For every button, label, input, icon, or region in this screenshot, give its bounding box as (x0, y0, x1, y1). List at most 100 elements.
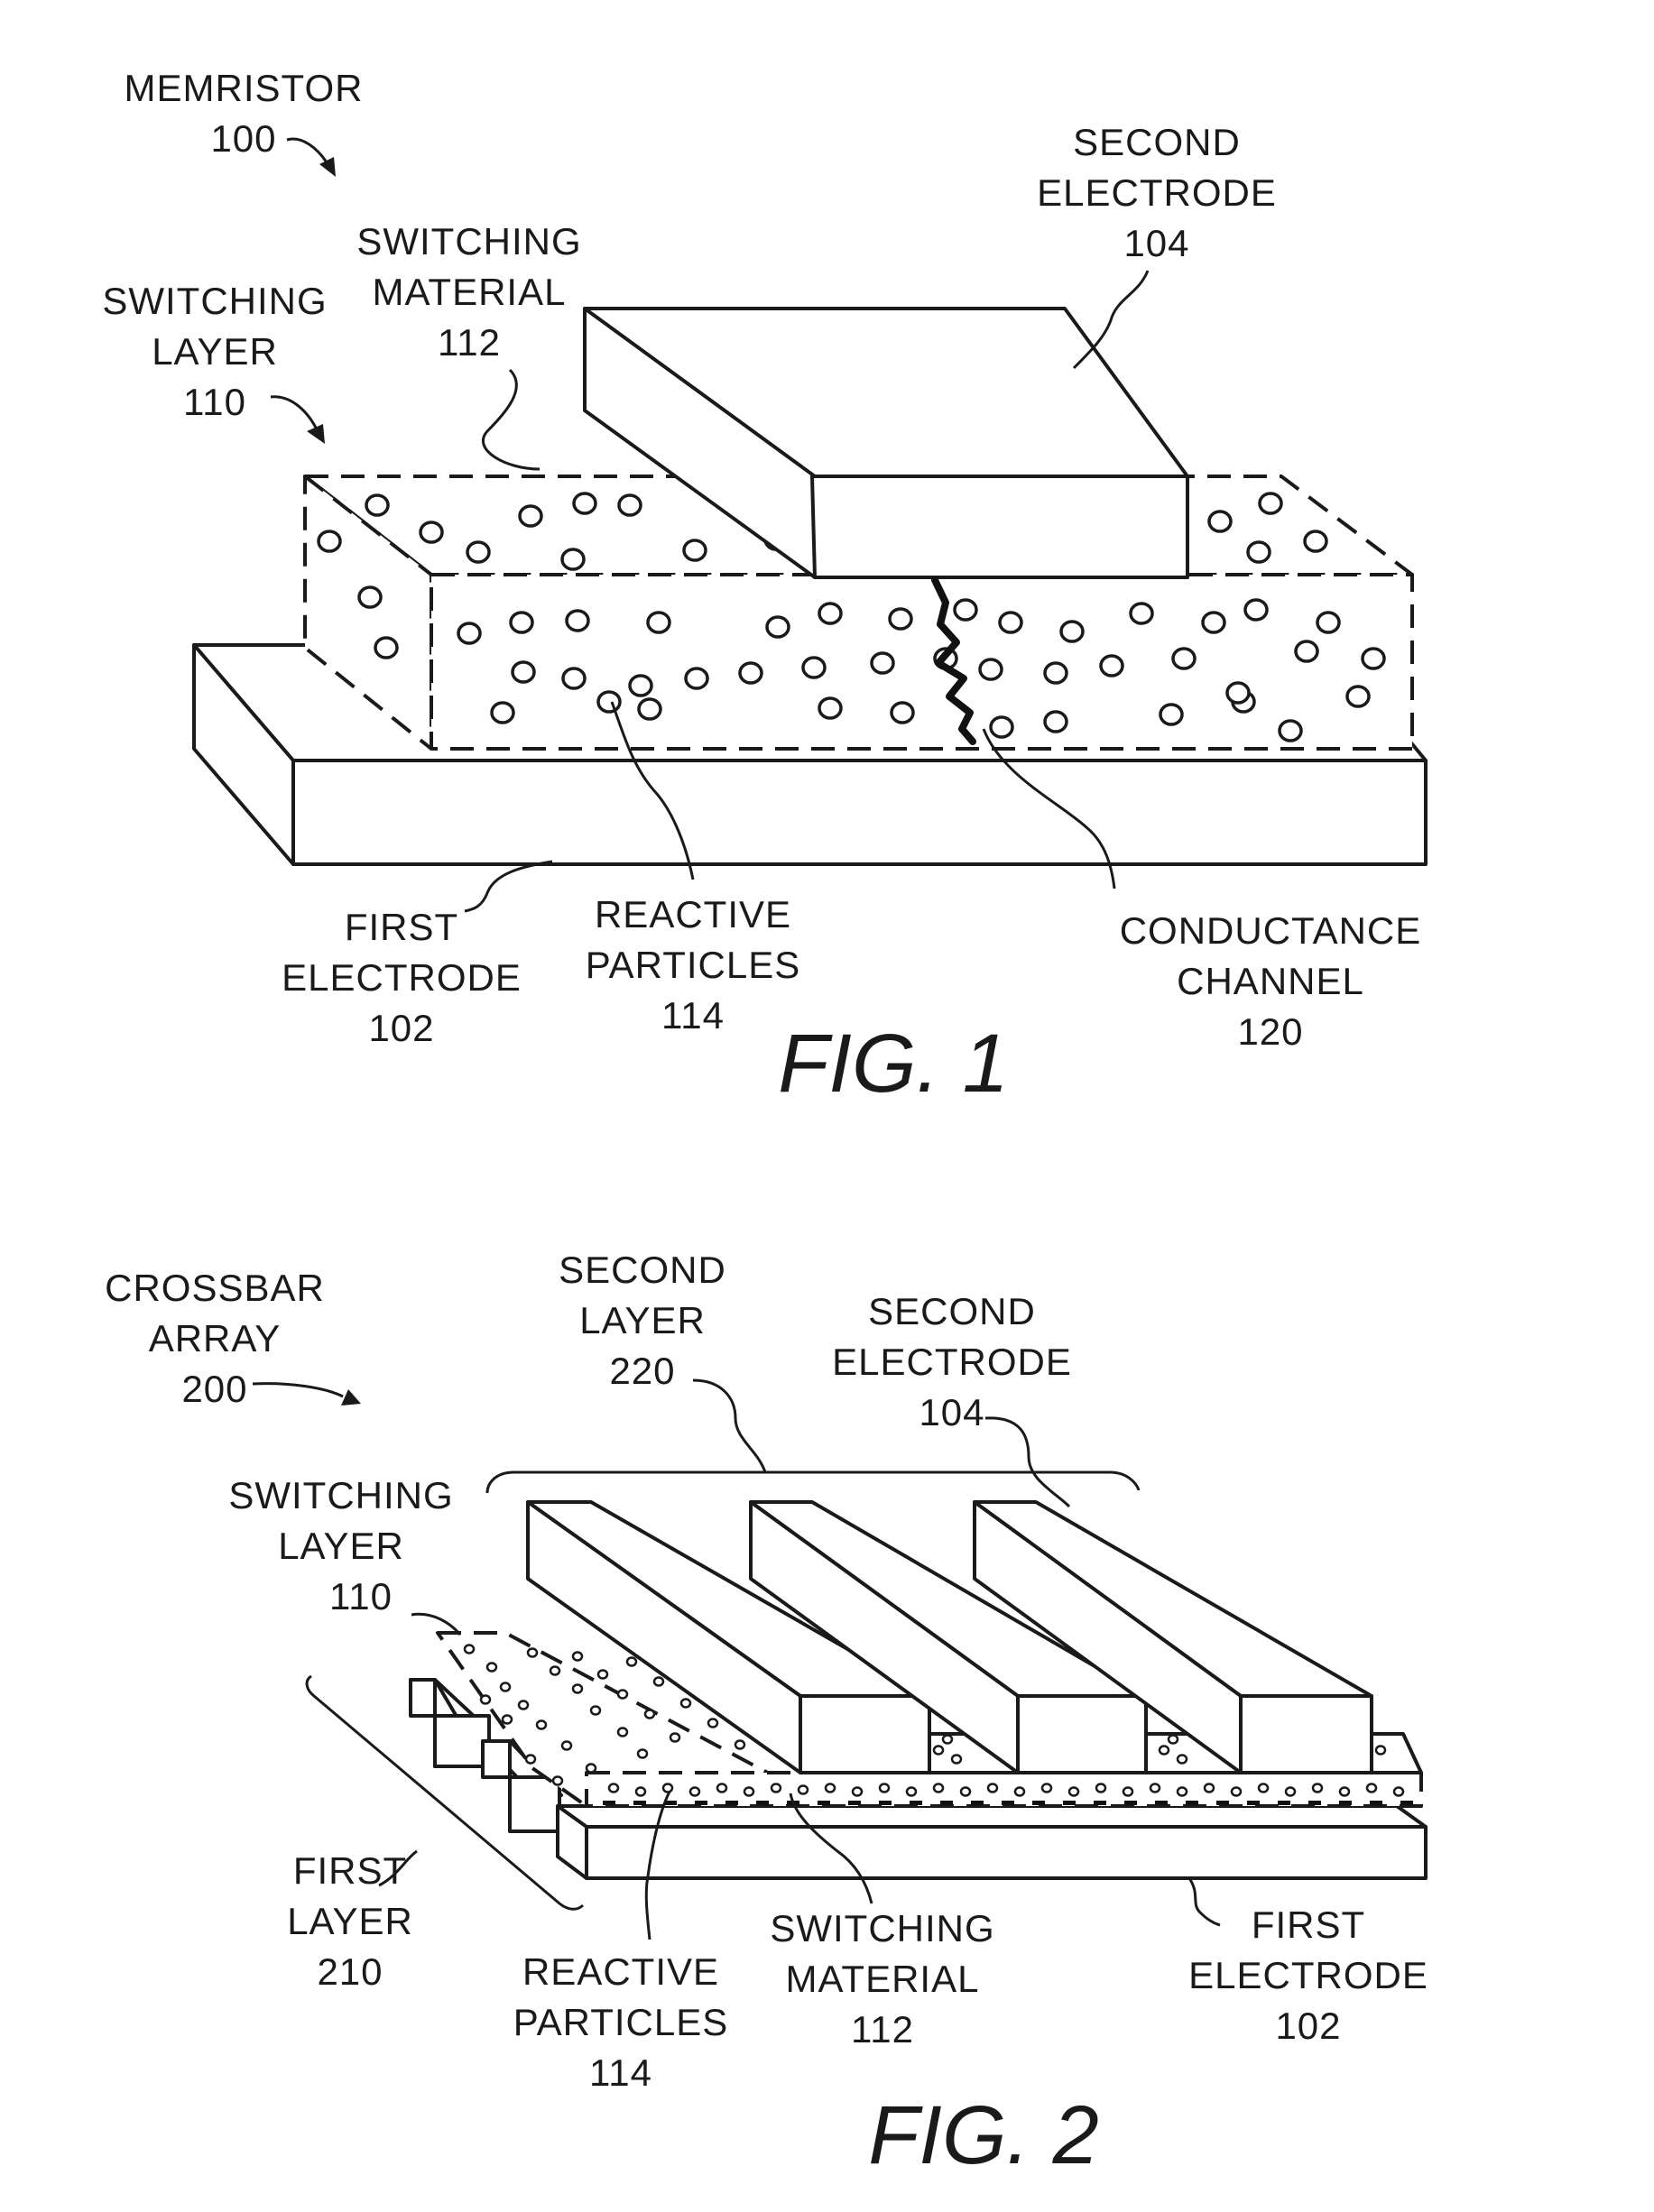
fig2-second-electrode-bars (526, 1500, 1373, 1774)
reactive-particle (679, 1698, 692, 1709)
fig1-label-switching-material-line2: MATERIAL (373, 271, 567, 313)
reactive-particle (549, 1665, 561, 1676)
fig1-arrow-memristor (286, 137, 336, 177)
reactive-particle (317, 530, 342, 553)
conductive-mark (1124, 1801, 1137, 1805)
conductive-mark (1278, 1801, 1290, 1805)
fig1-label-conductance-channel-line2: CHANNEL (1177, 960, 1364, 1002)
reactive-particle (986, 1783, 999, 1793)
reactive-particle (1043, 661, 1068, 685)
conductive-mark (1155, 1801, 1168, 1805)
reactive-particle (565, 609, 590, 632)
conductive-mark (1339, 1801, 1352, 1805)
fig1-leader-second-electrode (1072, 270, 1150, 370)
reactive-particle (607, 1783, 620, 1793)
fig2-label-second-electrode-ref: 104 (919, 1391, 984, 1433)
fig2-label-second-electrode-line2: ELECTRODE (832, 1341, 1072, 1383)
fig2-label-second-electrode-line1: SECOND (868, 1290, 1036, 1332)
conductive-mark (1094, 1801, 1106, 1805)
fig2-conductive-marks (603, 1801, 1413, 1805)
reactive-particle (1374, 1745, 1387, 1756)
reactive-particle (684, 667, 709, 690)
conductive-mark (695, 1801, 707, 1805)
fig2-label-reactive-particles-line2: PARTICLES (513, 2001, 729, 2043)
fig1-memristor-diagram: MEMRISTOR 100 SECOND ELECTRODE 104 SWITC… (102, 67, 1428, 1110)
reactive-particle (463, 1644, 476, 1654)
conductive-mark (725, 1801, 738, 1805)
reactive-particle (870, 651, 895, 675)
fig2-leader-first-layer (378, 1849, 418, 1887)
conductive-mark (1216, 1801, 1229, 1805)
fig2-leader-second-layer (692, 1378, 767, 1473)
reactive-particle (1158, 1745, 1170, 1756)
reactive-particle (1207, 510, 1233, 533)
fig1-label-switching-layer-line2: LAYER (152, 330, 278, 373)
fig1-label-reactive-particles-line2: PARTICLES (586, 944, 801, 986)
reactive-particle (1203, 1783, 1215, 1793)
reactive-particle (941, 1734, 954, 1745)
reactive-particle (524, 1754, 537, 1765)
conductive-mark (879, 1801, 892, 1805)
reactive-particle (357, 585, 383, 609)
fig2-label-switching-material-line1: SWITCHING (770, 1907, 994, 1949)
fig1-label-memristor-ref: 100 (210, 117, 276, 160)
fig2-label-reactive-particles-ref: 114 (589, 2051, 652, 2094)
reactive-particle (1284, 1786, 1297, 1797)
reactive-particle (1365, 1783, 1378, 1793)
reactive-particle (1257, 1783, 1270, 1793)
reactive-particle (589, 1705, 602, 1716)
conductive-mark (971, 1801, 984, 1805)
reactive-particle (1316, 611, 1341, 634)
fig1-label-conductance-channel-ref: 120 (1237, 1010, 1303, 1053)
reactive-particle (616, 1727, 629, 1737)
fig1-leader-conductance-channel (982, 728, 1116, 889)
fig2-label-first-layer-line2: LAYER (287, 1900, 413, 1942)
fig2-label-switching-material-line2: MATERIAL (786, 1958, 980, 2000)
fig2-first-electrode-bars (409, 1678, 1428, 1880)
reactive-particle (572, 492, 597, 515)
fig2-label-crossbar-array-ref: 200 (181, 1368, 247, 1410)
reactive-particle (518, 504, 543, 528)
reactive-particle (1338, 1786, 1351, 1797)
reactive-particle (1201, 611, 1226, 634)
fig1-label-switching-material-line1: SWITCHING (356, 220, 581, 263)
reactive-particle (535, 1719, 548, 1730)
reactive-particle (617, 493, 642, 517)
fig2-label-second-layer-ref: 220 (609, 1350, 675, 1392)
reactive-particle (1043, 710, 1068, 733)
reactive-particle (1258, 492, 1283, 515)
reactive-particle (1294, 640, 1319, 663)
reactive-particle (932, 1745, 945, 1756)
reactive-particle (526, 1647, 539, 1658)
reactive-particle (765, 615, 790, 639)
fig2-label-first-electrode-ref: 102 (1275, 2005, 1341, 2047)
fig1-second-electrode-block (583, 307, 1189, 579)
reactive-particle (1243, 598, 1269, 622)
fig1-label-reactive-particles-ref: 114 (661, 994, 725, 1037)
reactive-particle (1067, 1786, 1080, 1797)
reactive-particle (419, 521, 444, 544)
fig2-label-first-layer-line1: FIRST (293, 1849, 407, 1892)
reactive-particle (596, 1669, 609, 1680)
reactive-particle (770, 1783, 782, 1793)
reactive-particle (551, 1775, 564, 1786)
reactive-particle (1167, 1734, 1179, 1745)
reactive-particle (950, 1754, 963, 1765)
reactive-particle (560, 1740, 573, 1751)
fig2-label-second-layer-line1: SECOND (559, 1249, 726, 1291)
reactive-particle (1176, 1786, 1188, 1797)
reactive-particle (1171, 647, 1197, 670)
reactive-particle (1230, 1786, 1243, 1797)
fig1-label-first-electrode-line1: FIRST (345, 906, 458, 948)
fig1-label-switching-layer-ref: 110 (183, 381, 246, 423)
reactive-particle (561, 667, 587, 690)
fig2-leader-first-electrode (1187, 1877, 1221, 1927)
reactive-particle (585, 1763, 597, 1774)
reactive-particle (643, 1709, 656, 1719)
fig1-caption: FIG. 1 (778, 1018, 1009, 1110)
conductive-mark (1400, 1801, 1413, 1805)
reactive-particle (682, 539, 707, 562)
conductive-mark (603, 1801, 615, 1805)
fig1-label-second-electrode-line1: SECOND (1073, 121, 1241, 163)
